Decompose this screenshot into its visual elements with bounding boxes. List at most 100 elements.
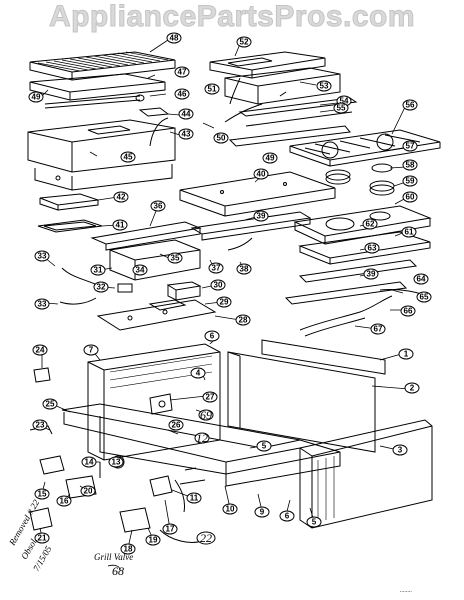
callout-1: 1 <box>404 350 409 359</box>
support-bracket-36 <box>90 221 202 251</box>
callout-32: 32 <box>97 283 106 292</box>
callout-circles <box>28 32 432 555</box>
callout-39: 39 <box>257 212 266 221</box>
callout-29: 29 <box>220 298 229 307</box>
callout-11: 11 <box>190 494 199 503</box>
callout-42: 42 <box>117 193 126 202</box>
side-panel-3 <box>299 419 433 529</box>
burner-bar <box>228 97 358 147</box>
note-68: 68 <box>112 564 124 578</box>
callout-28: 28 <box>239 316 248 325</box>
callout-67: 67 <box>374 325 383 334</box>
drip-tray-41 <box>37 219 103 233</box>
callout-55: 55 <box>337 104 346 113</box>
callout-6a: 6 <box>210 332 215 341</box>
callout-44: 44 <box>182 110 191 119</box>
tray-63 <box>298 231 431 265</box>
valve-box <box>109 239 201 281</box>
wire-harness <box>59 267 133 305</box>
callout-60: 60 <box>406 193 415 202</box>
callout-37: 37 <box>212 264 221 273</box>
callout-5a: 5 <box>262 442 267 451</box>
back-panel-1 <box>261 339 386 375</box>
back-panel-2 <box>227 351 376 453</box>
callout-43: 43 <box>182 130 191 139</box>
small-parts <box>29 77 287 543</box>
note-grill-valve: Grill Valve <box>94 552 133 562</box>
callout-22: 22 <box>200 531 212 545</box>
callout-30: 30 <box>214 281 223 290</box>
callout-23: 23 <box>36 421 45 430</box>
rail-64 <box>284 259 418 305</box>
callout-40: 40 <box>257 170 266 179</box>
callout-14: 14 <box>85 458 94 467</box>
callout-7: 7 <box>89 346 94 355</box>
callout-2: 2 <box>410 384 415 393</box>
callout-34: 34 <box>136 266 145 275</box>
callout-59: 59 <box>406 177 415 186</box>
callout-62: 62 <box>366 220 375 229</box>
drip-tray-42 <box>39 193 99 211</box>
callout-15: 15 <box>38 490 47 499</box>
callout-51: 51 <box>208 85 217 94</box>
callout-12: 12 <box>196 431 208 445</box>
callout-6b: 6 <box>285 512 290 521</box>
callout-33a: 33 <box>38 252 47 261</box>
callout-49: 49 <box>32 93 41 102</box>
callout-9: 9 <box>260 508 265 517</box>
callout-64: 64 <box>417 275 426 284</box>
callout-16: 16 <box>60 497 69 506</box>
callout-39b: 39 <box>367 270 376 279</box>
callout-36: 36 <box>154 202 163 211</box>
callout-69: 69 <box>200 408 212 422</box>
callout-56: 56 <box>406 101 415 110</box>
callout-25: 25 <box>46 400 55 409</box>
griddle-plate <box>209 51 326 79</box>
callout-19: 19 <box>149 536 158 545</box>
handwriting-stroke <box>107 564 121 571</box>
callout-57: 57 <box>406 142 415 151</box>
control-panel-28 <box>96 299 217 331</box>
callout-48: 48 <box>170 34 179 43</box>
watermark: AppliancePartsPros.com <box>48 0 416 34</box>
valve-block <box>148 281 202 311</box>
grill-box <box>27 107 176 191</box>
callout-61: 61 <box>405 228 414 237</box>
callout-5b: 5 <box>312 518 317 527</box>
footer-text: ........ <box>400 588 412 594</box>
callout-17: 17 <box>166 525 175 534</box>
callout-66: 66 <box>404 307 413 316</box>
callout-41: 41 <box>116 221 125 230</box>
callout-50: 50 <box>217 134 226 143</box>
burner-head <box>325 163 395 196</box>
callout-45: 45 <box>124 153 133 162</box>
top-panel <box>179 171 336 217</box>
callouts <box>39 39 410 549</box>
callout-10: 10 <box>226 505 235 514</box>
callout-labels: 48 52 47 49 46 51 53 54 55 56 44 43 50 5… <box>32 34 429 554</box>
callout-33b: 33 <box>38 300 47 309</box>
callout-58: 58 <box>406 161 415 170</box>
broiler-rack <box>29 73 166 101</box>
callout-27: 27 <box>206 393 215 402</box>
burner-grate <box>289 129 441 167</box>
burner-tube <box>44 94 145 109</box>
callout-18: 18 <box>124 545 133 554</box>
callout-63: 63 <box>368 244 377 253</box>
handwritten-notes: Removed # 22 Obsol. 7/15/05 Grill Valve … <box>7 497 412 594</box>
callout-46: 46 <box>178 90 187 99</box>
callout-52: 52 <box>240 38 249 47</box>
callout-21: 21 <box>38 534 47 543</box>
front-frame <box>63 412 301 474</box>
callout-3: 3 <box>398 446 403 455</box>
callout-26: 26 <box>172 421 181 430</box>
griddle-box <box>224 67 341 105</box>
callout-49b: 49 <box>266 154 275 163</box>
callout-24: 24 <box>36 346 45 355</box>
callout-54: 54 <box>340 97 349 106</box>
callout-47: 47 <box>178 68 187 77</box>
callout-31: 31 <box>94 266 103 275</box>
callout-65: 65 <box>420 293 429 302</box>
callout-53: 53 <box>320 82 329 91</box>
